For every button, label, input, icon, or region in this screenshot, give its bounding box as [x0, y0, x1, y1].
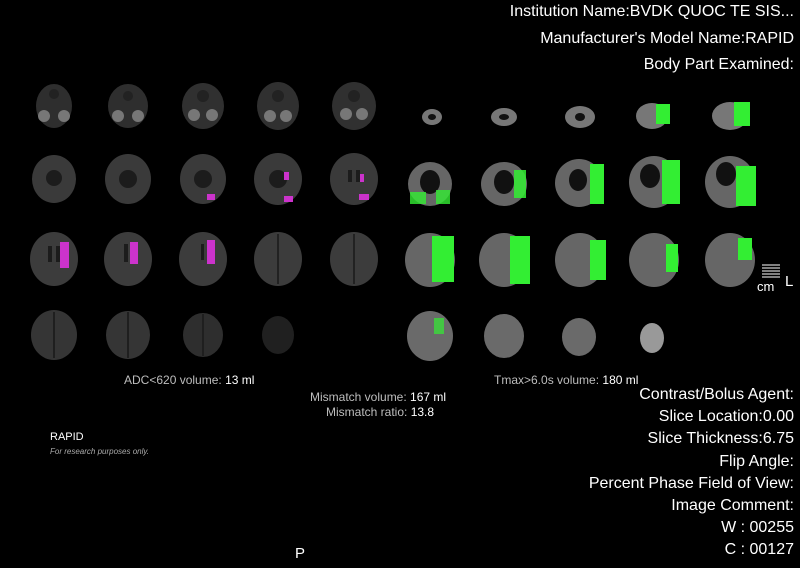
tmax-slice: [422, 109, 442, 125]
tmax-slice: [629, 156, 680, 208]
tmax-slice: [408, 162, 452, 206]
body-part: Body Part Examined:: [643, 56, 794, 73]
tmax-volume-value: 180 ml: [602, 373, 639, 387]
adc-slice: [262, 316, 294, 354]
adc-slice: [108, 84, 148, 128]
window-width: W : 00255: [721, 519, 794, 536]
adc-slice: [254, 153, 302, 205]
adc-slice: [31, 310, 77, 360]
percent-phase-fov: Percent Phase Field of View:: [588, 475, 794, 492]
adc-volume: ADC<620 volume: 13 ml: [124, 373, 254, 387]
mismatch-volume-label: Mismatch volume:: [310, 390, 407, 404]
contrast-agent: Contrast/Bolus Agent:: [639, 386, 794, 403]
tmax-slice: [555, 233, 606, 287]
tmax-slice: [555, 159, 604, 207]
adc-slice: [104, 232, 152, 286]
adc-slice: [254, 232, 302, 286]
mismatch-volume: Mismatch volume: 167 ml: [310, 390, 446, 404]
adc-slice: [32, 155, 76, 203]
tmax-volume: Tmax>6.0s volume: 180 ml: [494, 373, 638, 387]
mismatch-ratio-value: 13.8: [410, 405, 435, 419]
tmax-slice: [407, 311, 453, 361]
tmax-slice: [705, 156, 756, 208]
adc-slice: [36, 84, 72, 128]
model-name: Manufacturer's Model Name:RAPID: [540, 30, 794, 47]
image-comment: Image Comment:: [671, 497, 794, 514]
orientation-posterior: P: [295, 545, 306, 562]
adc-slice: [179, 232, 227, 286]
tmax-slice: [705, 233, 755, 287]
tmax-slice: [640, 323, 664, 353]
slice-thickness: Slice Thickness:6.75: [647, 430, 794, 447]
tmax-slice: [405, 233, 455, 287]
mismatch-ratio-label: Mismatch ratio:: [326, 405, 408, 419]
window-center: C : 00127: [724, 541, 794, 558]
slice-location: Slice Location:0.00: [658, 408, 794, 425]
rapid-logo-text: RAPID: [50, 431, 84, 443]
tmax-slice: [636, 103, 670, 129]
adc-slice: [105, 154, 151, 204]
adc-slice: [106, 311, 150, 359]
flip-angle: Flip Angle:: [719, 453, 794, 470]
adc-slice: [257, 82, 299, 130]
scale-bar-icon: [762, 264, 780, 278]
mismatch-volume-value: 167 ml: [410, 390, 447, 404]
tmax-slice: [629, 233, 679, 287]
adc-slice: [30, 232, 78, 286]
mismatch-ratio: Mismatch ratio: 13.8: [326, 405, 434, 419]
scale-unit: cm: [757, 279, 775, 294]
tmax-slice: [479, 233, 530, 287]
tmax-volume-label: Tmax>6.0s volume:: [494, 373, 600, 387]
adc-slice: [330, 153, 378, 205]
tmax-slice: [712, 102, 750, 130]
orientation-left: L: [785, 273, 794, 290]
research-disclaimer: For research purposes only.: [50, 447, 150, 456]
adc-volume-label: ADC<620 volume:: [124, 373, 222, 387]
institution-name: Institution Name:BVDK QUOC TE SIS...: [509, 3, 794, 20]
adc-slice: [183, 313, 223, 357]
adc-slice: [332, 82, 376, 130]
tmax-slice: [484, 314, 524, 358]
tmax-slice: [491, 108, 517, 126]
tmax-slice: [562, 318, 596, 356]
adc-slice: [330, 232, 378, 286]
adc-slice: [182, 83, 224, 129]
tmax-slice: [481, 162, 527, 206]
adc-slice: [180, 154, 226, 204]
adc-volume-value: 13 ml: [225, 373, 255, 387]
tmax-slice: [565, 106, 595, 128]
